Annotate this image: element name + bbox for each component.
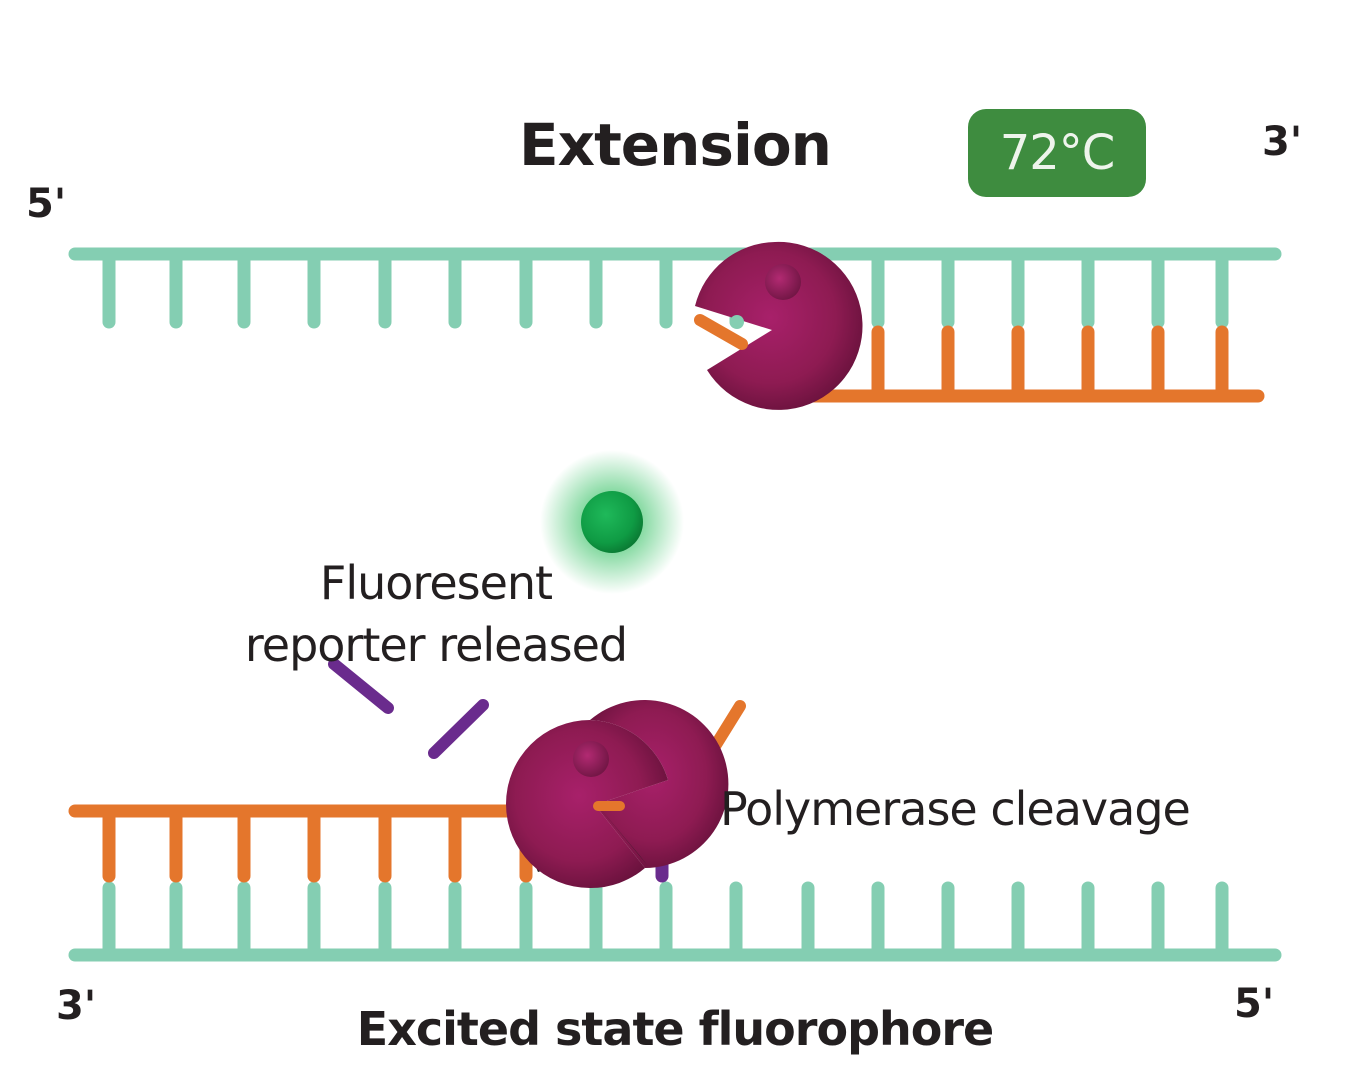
top-template-strand: [68, 247, 1282, 329]
top-new-strand: [783, 325, 1265, 403]
bottom-new-strand: [68, 804, 567, 883]
bottom-polymerase: [506, 700, 729, 889]
fluorescent-label-line2: reporter released: [244, 618, 628, 672]
diagram-title: Extension: [519, 111, 832, 179]
temperature-badge: 72°C: [968, 109, 1146, 197]
bottom-right-strand-end: 5': [1234, 981, 1275, 1027]
top-right-strand-end: 3': [1262, 119, 1303, 165]
fluorescent-label-line1: Fluoresent: [319, 556, 553, 610]
diagram-subtitle: Excited state fluorophore: [356, 1002, 994, 1056]
bottom-left-strand-end: 3': [56, 983, 97, 1029]
bottom-template-strand: [68, 881, 1282, 962]
released-fluorophore: [540, 450, 684, 594]
polymerase-cleavage-label: Polymerase cleavage: [720, 782, 1191, 836]
fluorescent-reporter-label: Fluoresent reporter released: [244, 552, 628, 676]
top-polymerase: [694, 241, 863, 410]
top-left-strand-end: 5': [26, 181, 67, 227]
